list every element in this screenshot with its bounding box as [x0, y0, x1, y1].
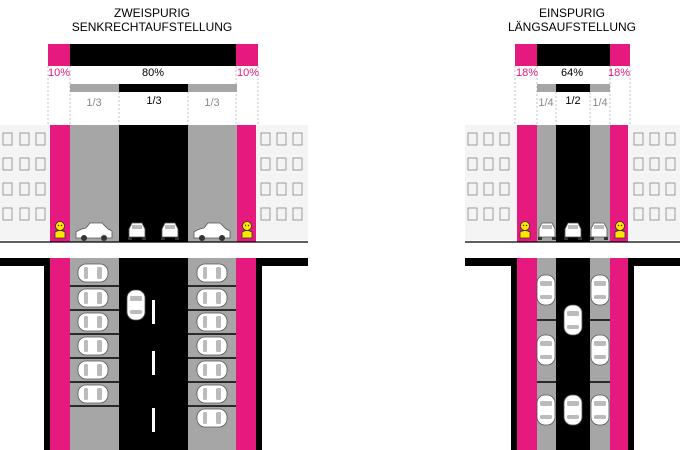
left-guide-lines — [47, 66, 259, 125]
left-frac-lanes: 1/3 — [146, 95, 162, 107]
left-top-sidewalk-right — [236, 44, 258, 66]
left-title-line2: SENKRECHTAUFSTELLUNG — [71, 20, 233, 34]
right-plan-sidewalk-left — [517, 258, 537, 450]
left-mid-parking-left — [70, 84, 119, 92]
right-building-right — [628, 125, 680, 240]
left-building-left — [0, 125, 50, 240]
left-section-parking-left — [70, 125, 119, 242]
right-title-line1: EINSPURIG — [538, 6, 606, 20]
left-mid-parking-right — [188, 84, 237, 92]
left-building-right — [256, 125, 308, 240]
left-top-sidewalk-left — [48, 44, 70, 66]
right-plan-stall-lines — [537, 319, 610, 383]
right-frac-parking-right: 1/4 — [592, 97, 608, 109]
left-frac-parking-right: 1/3 — [204, 97, 220, 109]
right-building-left — [465, 125, 517, 240]
left-pct-sidewalk-left: 10% — [47, 67, 71, 79]
left-section-sidewalk-right — [237, 125, 256, 242]
left-title-line1: ZWEISPURIG — [113, 6, 191, 20]
right-top-sidewalk-left — [515, 44, 537, 66]
right-mid-parking-left — [537, 84, 556, 92]
right-section-lane — [556, 125, 590, 242]
left-pct-roadway: 80% — [141, 67, 165, 79]
right-section-sidewalk-right — [610, 125, 628, 242]
left-pct-sidewalk-right: 10% — [236, 67, 260, 79]
left-section-lanes — [119, 125, 188, 242]
left-mid-lanes — [119, 84, 188, 92]
right-top-sidewalk-right — [610, 44, 630, 66]
right-top-roadway — [537, 44, 610, 66]
left-street-section — [0, 44, 308, 450]
right-pct-sidewalk-right: 18% — [607, 67, 631, 79]
right-section-parking-right — [590, 125, 610, 242]
right-title-line2: LÄNGSAUFSTELLUNG — [507, 20, 637, 34]
left-plan-sidewalk-left — [50, 258, 70, 450]
left-top-roadway — [70, 44, 236, 66]
right-pct-roadway: 64% — [560, 67, 584, 79]
moving-car-icon — [126, 289, 146, 321]
left-plan-stall-lines — [70, 285, 236, 407]
left-frac-parking-left: 1/3 — [86, 97, 102, 109]
right-section-sidewalk-left — [517, 125, 537, 242]
right-frac-lane: 1/2 — [565, 95, 581, 107]
right-mid-parking-right — [590, 84, 610, 92]
left-plan-lane-dashes — [152, 300, 155, 432]
moving-car-icon — [563, 304, 583, 336]
left-section-sidewalk-left — [50, 125, 70, 242]
moving-car-icon — [563, 394, 583, 426]
left-plan-sidewalk-right — [236, 258, 256, 450]
right-pct-sidewalk-left: 18% — [515, 67, 539, 79]
right-mid-lane — [556, 84, 590, 92]
right-plan-sidewalk-right — [610, 258, 628, 450]
right-guide-lines — [514, 66, 631, 125]
right-street-section — [465, 44, 680, 450]
right-frac-parking-left: 1/4 — [538, 97, 554, 109]
left-section-parking-right — [188, 125, 237, 242]
right-section-parking-left — [537, 125, 556, 242]
